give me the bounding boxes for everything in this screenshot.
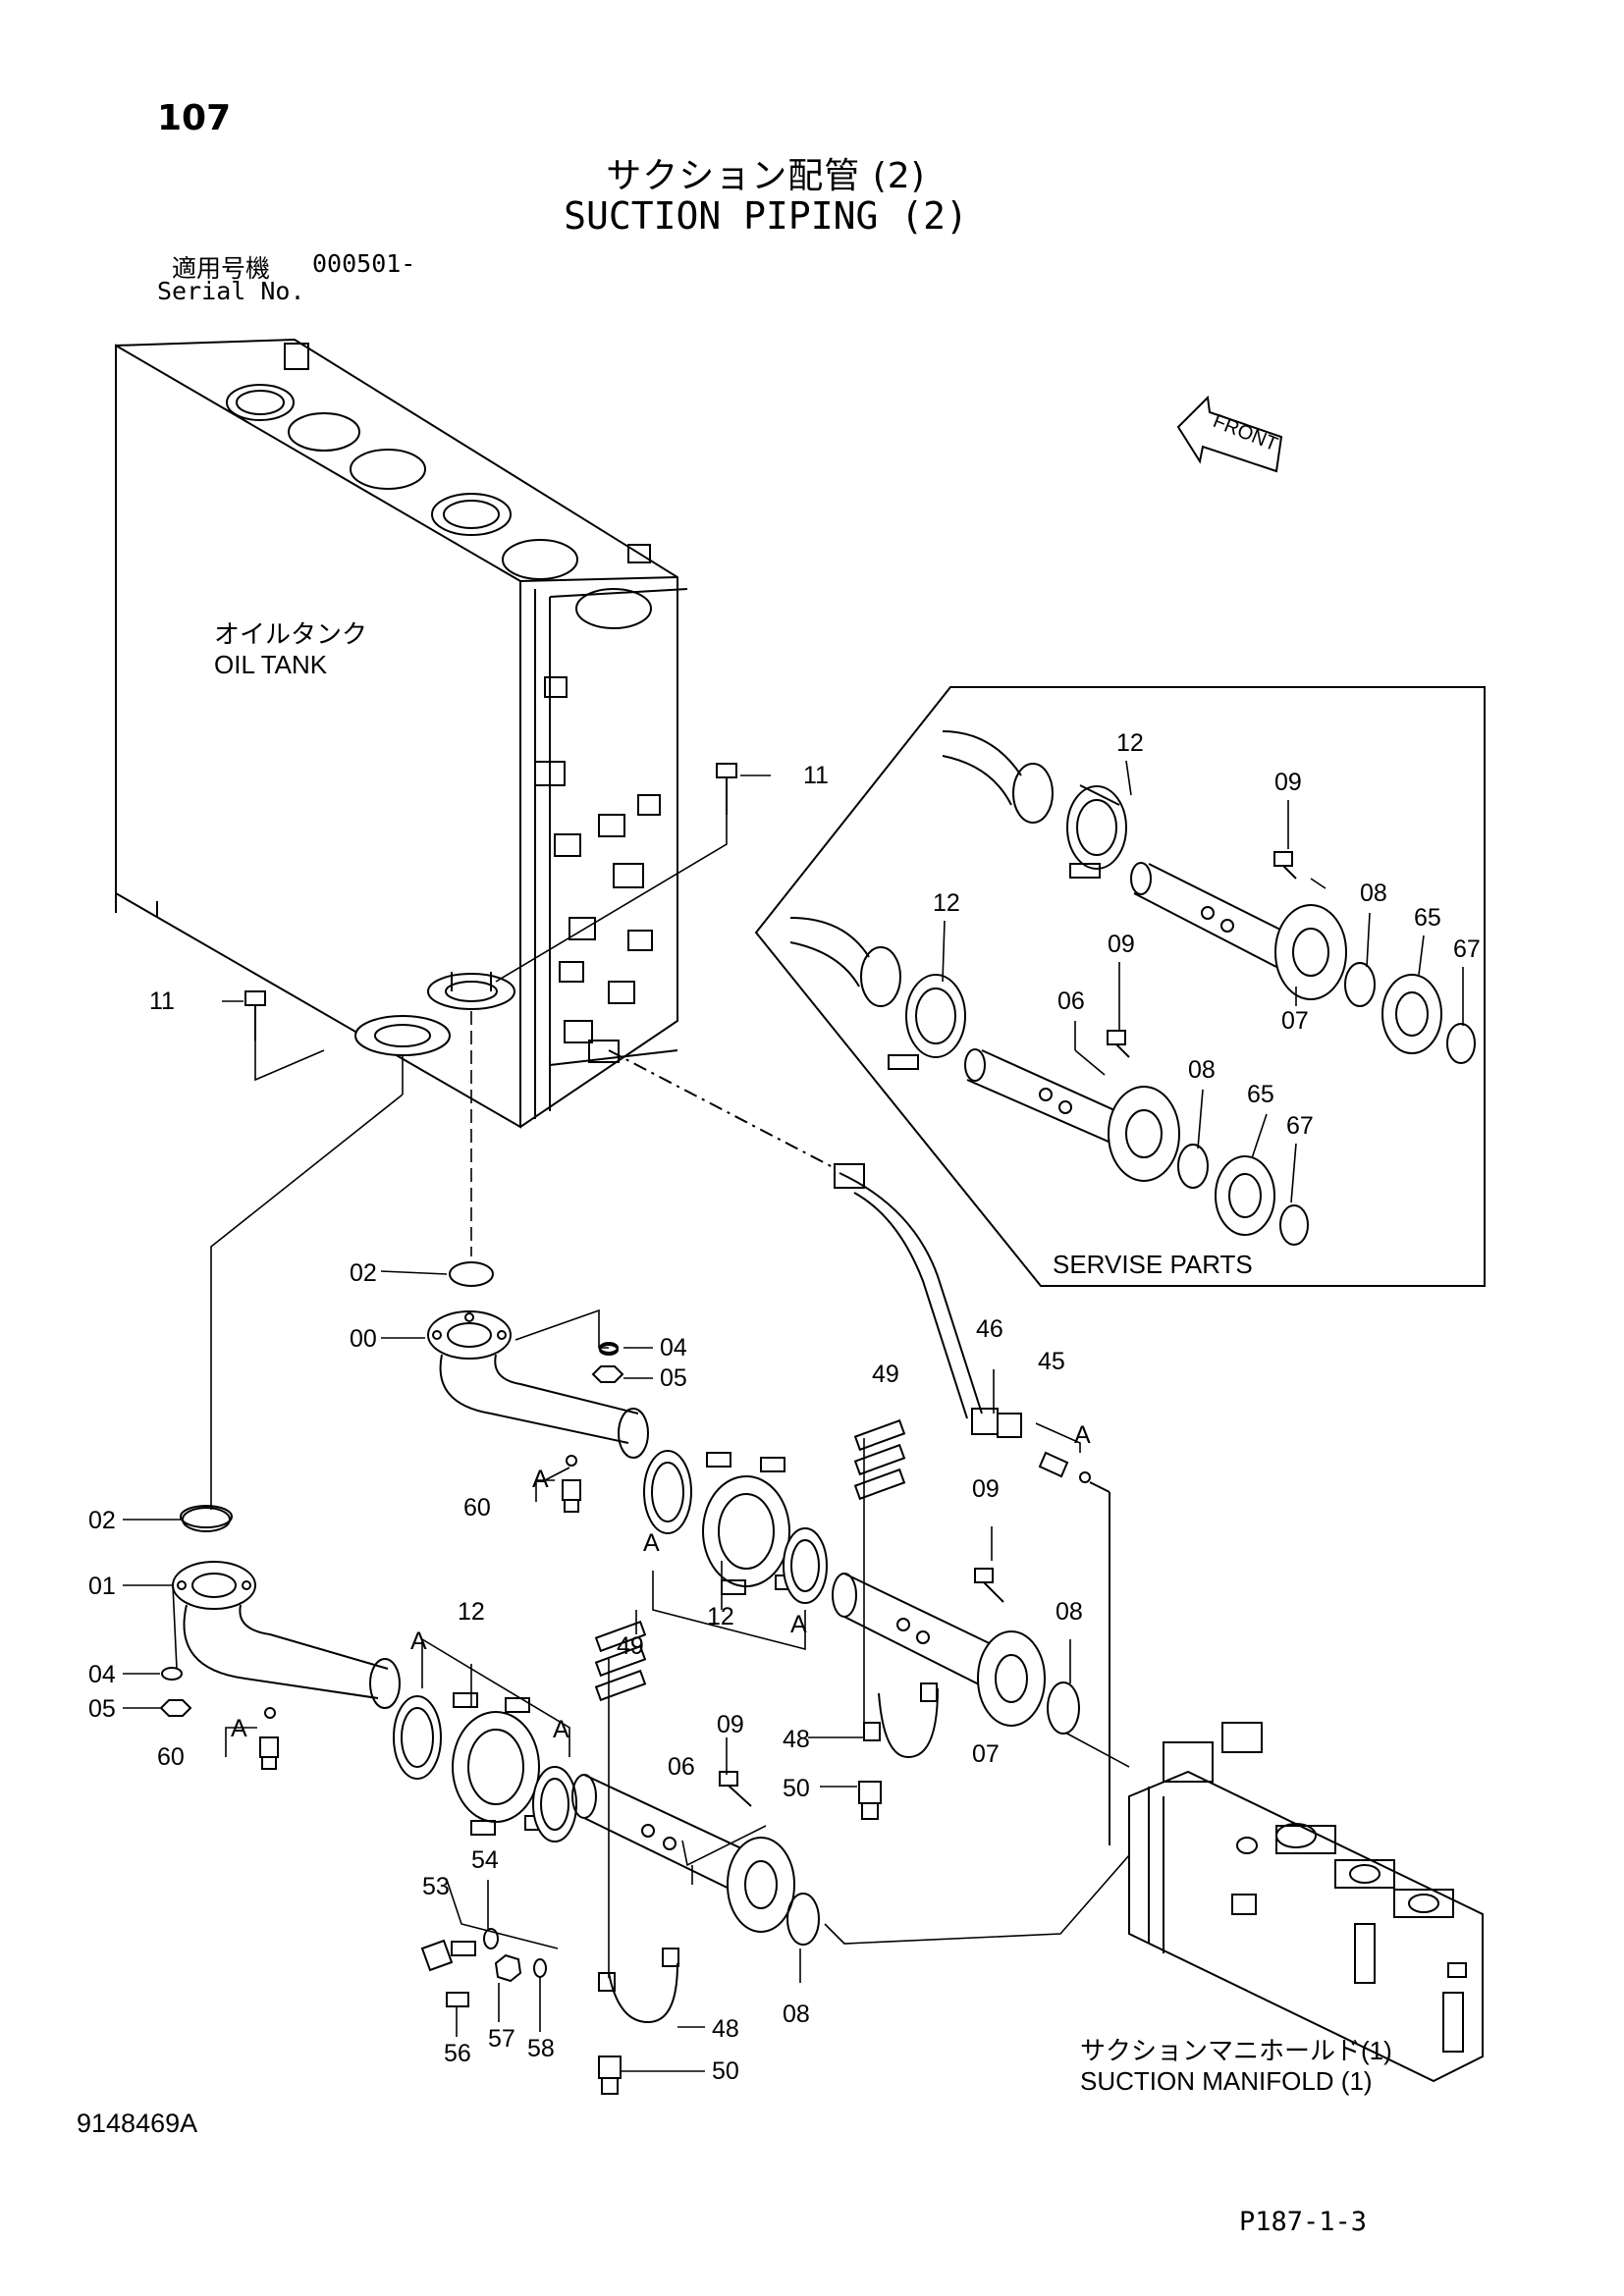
part-label-53: 53 <box>422 1873 450 1900</box>
oil-tank-label-jp: オイルタンク <box>214 619 367 649</box>
pipe-06-lower-drawing <box>420 1620 820 2095</box>
front-label: FRONT <box>1210 410 1280 455</box>
bolt-11-drawings <box>244 763 737 1041</box>
leader-lines <box>123 760 1464 2072</box>
service-assembly-upper <box>942 730 1476 1064</box>
part-label-57: 57 <box>488 2025 515 2053</box>
part-label-04-upper: 04 <box>660 1334 687 1362</box>
part-label-60-lower: 60 <box>157 1743 185 1771</box>
part-label-48-right: 48 <box>783 1726 810 1753</box>
part-label-01: 01 <box>88 1573 116 1600</box>
hose-drawing <box>608 1049 1110 1845</box>
part-label-48-lower: 48 <box>712 2015 739 2043</box>
suction-manifold-label-jp: サクションマニホールド(1) <box>1080 2036 1392 2065</box>
section-marker-a-5: A <box>231 1715 247 1742</box>
service-assembly-lower <box>789 917 1309 1246</box>
part-label-58: 58 <box>527 2035 555 2062</box>
serial-label-english: Serial No. <box>157 277 305 305</box>
diagram-labels: オイルタンク OIL TANK FRONT SERVISE PARTS サクショ… <box>88 410 1481 2096</box>
suction-manifold-label-en: SUCTION MANIFOLD (1) <box>1080 2066 1373 2096</box>
part-label-65-service-lower: 65 <box>1247 1081 1274 1108</box>
serial-label-japanese: 適用号機 <box>172 254 271 283</box>
part-label-49-right: 49 <box>872 1361 899 1388</box>
part-label-12-service-lower: 12 <box>933 889 960 917</box>
part-label-06-service-lower: 06 <box>1057 988 1085 1015</box>
part-label-04-lower: 04 <box>88 1661 116 1688</box>
part-label-12-lower: 12 <box>458 1598 485 1626</box>
title-japanese: サクション配管 (2) <box>606 156 926 196</box>
part-label-02-lower: 02 <box>88 1507 116 1534</box>
part-label-46: 46 <box>976 1315 1003 1343</box>
part-label-07-service-upper: 07 <box>1281 1007 1309 1035</box>
part-label-50-lower: 50 <box>712 2057 739 2085</box>
part-label-06-lower: 06 <box>668 1753 695 1781</box>
part-label-09-service-lower: 09 <box>1108 931 1135 958</box>
part-label-56: 56 <box>444 2040 471 2067</box>
part-label-08-service-lower: 08 <box>1188 1056 1216 1084</box>
pipe-01-drawing <box>159 1505 577 1842</box>
section-marker-a-2: A <box>643 1529 660 1557</box>
o-ring-02-upper <box>449 1261 494 1287</box>
part-label-11-left: 11 <box>149 988 175 1015</box>
section-marker-a-1: A <box>532 1466 549 1493</box>
part-label-05-upper: 05 <box>660 1364 687 1392</box>
pipe-00-drawing <box>427 1310 828 1604</box>
part-label-09-right: 09 <box>972 1475 1000 1503</box>
page-reference: P187-1-3 <box>1239 2207 1368 2237</box>
part-label-12-upper: 12 <box>707 1603 734 1630</box>
page-number: 107 <box>157 98 232 138</box>
oil-tank-label-en: OIL TANK <box>214 650 328 679</box>
part-label-08-lower: 08 <box>783 2001 810 2028</box>
suction-manifold-drawing <box>1128 1722 1484 2083</box>
part-label-09-service-upper: 09 <box>1274 769 1302 796</box>
part-label-08-service-upper: 08 <box>1360 880 1387 907</box>
part-label-09-lower: 09 <box>717 1711 744 1738</box>
part-label-50-right: 50 <box>783 1775 810 1802</box>
service-parts-box <box>754 686 1486 1287</box>
part-label-11-right: 11 <box>803 762 829 789</box>
part-label-02-upper: 02 <box>350 1259 377 1287</box>
section-marker-a-7: A <box>553 1716 569 1743</box>
section-marker-a-4: A <box>1074 1421 1091 1449</box>
front-arrow <box>1176 395 1283 473</box>
part-label-05-lower: 05 <box>88 1695 116 1723</box>
oil-tank-drawing <box>115 338 688 1129</box>
part-label-45: 45 <box>1038 1348 1065 1375</box>
part-label-54: 54 <box>471 1846 499 1874</box>
part-label-49-lower: 49 <box>617 1632 644 1660</box>
service-parts-label: SERVISE PARTS <box>1053 1250 1253 1279</box>
part-label-00: 00 <box>350 1325 377 1353</box>
serial-value: 000501- <box>312 249 416 278</box>
part-label-60-upper: 60 <box>463 1494 491 1522</box>
section-marker-a-6: A <box>410 1628 427 1655</box>
section-marker-a-3: A <box>790 1611 807 1638</box>
part-label-67-service-lower: 67 <box>1286 1112 1314 1140</box>
part-label-12-service-upper: 12 <box>1116 729 1144 757</box>
part-label-67-service-upper: 67 <box>1453 935 1481 963</box>
document-id: 9148469A <box>77 2109 198 2138</box>
part-label-07-right: 07 <box>972 1740 1000 1768</box>
title-english: SUCTION PIPING (2) <box>564 194 968 238</box>
part-label-65-service-upper: 65 <box>1414 904 1441 932</box>
part-label-08-right: 08 <box>1056 1598 1083 1626</box>
pipe-06-right-drawing <box>832 1418 1080 1820</box>
